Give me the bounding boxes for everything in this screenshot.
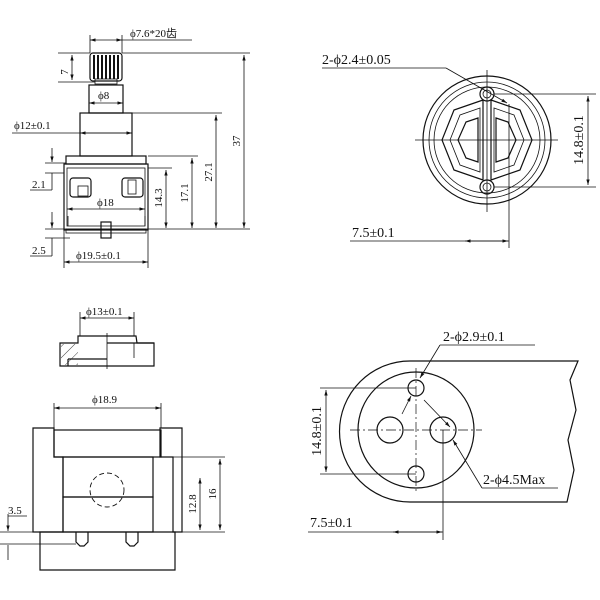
- mount-pin-holes-label: 2-ϕ2.9±0.1: [443, 330, 505, 345]
- body-inner-dia-label: ϕ18: [97, 197, 114, 209]
- depth-12-label: 12.8: [187, 494, 199, 514]
- bottom-view: 2-ϕ2.4±0.05 14.8±0.1 7.5±0.1: [322, 53, 596, 248]
- housing-section: ϕ18.9 16 12.8 3.5: [0, 394, 225, 571]
- side-view: ϕ7.6*20齿 7 ϕ7.6*20齿 ϕ8 ϕ12±0.1 2.1 ϕ18 1…: [12, 27, 250, 268]
- height-27-label: 27.1: [203, 162, 215, 181]
- base-offset-label: 2.5: [32, 245, 46, 257]
- height-17-label: 17.1: [179, 183, 191, 202]
- pin-holes-label: 2-ϕ2.4±0.05: [322, 53, 391, 68]
- port-circle: [89, 472, 125, 508]
- stem-dia-label: ϕ8: [98, 90, 110, 102]
- mounting-view: 2-ϕ2.9±0.1 2-ϕ4.5Max 14.8±0.1 7.5±0.1: [308, 330, 579, 540]
- total-height-label: 37: [231, 135, 243, 147]
- pin-spacing-label: 14.8±0.1: [572, 115, 587, 165]
- mount-pin-spacing-label: 14.8±0.1: [310, 406, 325, 456]
- gasket-dia-label: ϕ13±0.1: [86, 306, 123, 318]
- spline-teeth: [89, 52, 123, 85]
- depth-16-label: 16: [207, 488, 219, 500]
- height-14-label: 14.3: [153, 188, 165, 208]
- offset-label: 7.5±0.1: [352, 226, 395, 241]
- spline-height-label: 7: [59, 69, 71, 75]
- port-holes-label: 2-ϕ4.5Max: [483, 473, 545, 488]
- flange-height-label: 2.1: [32, 179, 46, 191]
- bore-dia-label: ϕ18.9: [92, 394, 118, 406]
- gasket-view: ϕ13±0.1: [59, 306, 155, 369]
- body-dia-label: ϕ19.5±0.1: [76, 250, 121, 262]
- step-label: 3.5: [8, 505, 22, 517]
- port-hole-left: [376, 416, 404, 444]
- side-view-dimensions: ϕ7.6*20齿 7 ϕ7.6*20齿 ϕ8 ϕ12±0.1 2.1 ϕ18 1…: [12, 27, 250, 268]
- mount-offset-label: 7.5±0.1: [310, 516, 353, 531]
- spline-dim-label: ϕ7.6*20齿: [130, 27, 177, 40]
- neck-dia-label: ϕ12±0.1: [14, 120, 51, 132]
- left-port: [441, 99, 484, 181]
- cartridge-body: [63, 155, 149, 239]
- right-port: [490, 99, 533, 181]
- neck: [79, 112, 133, 157]
